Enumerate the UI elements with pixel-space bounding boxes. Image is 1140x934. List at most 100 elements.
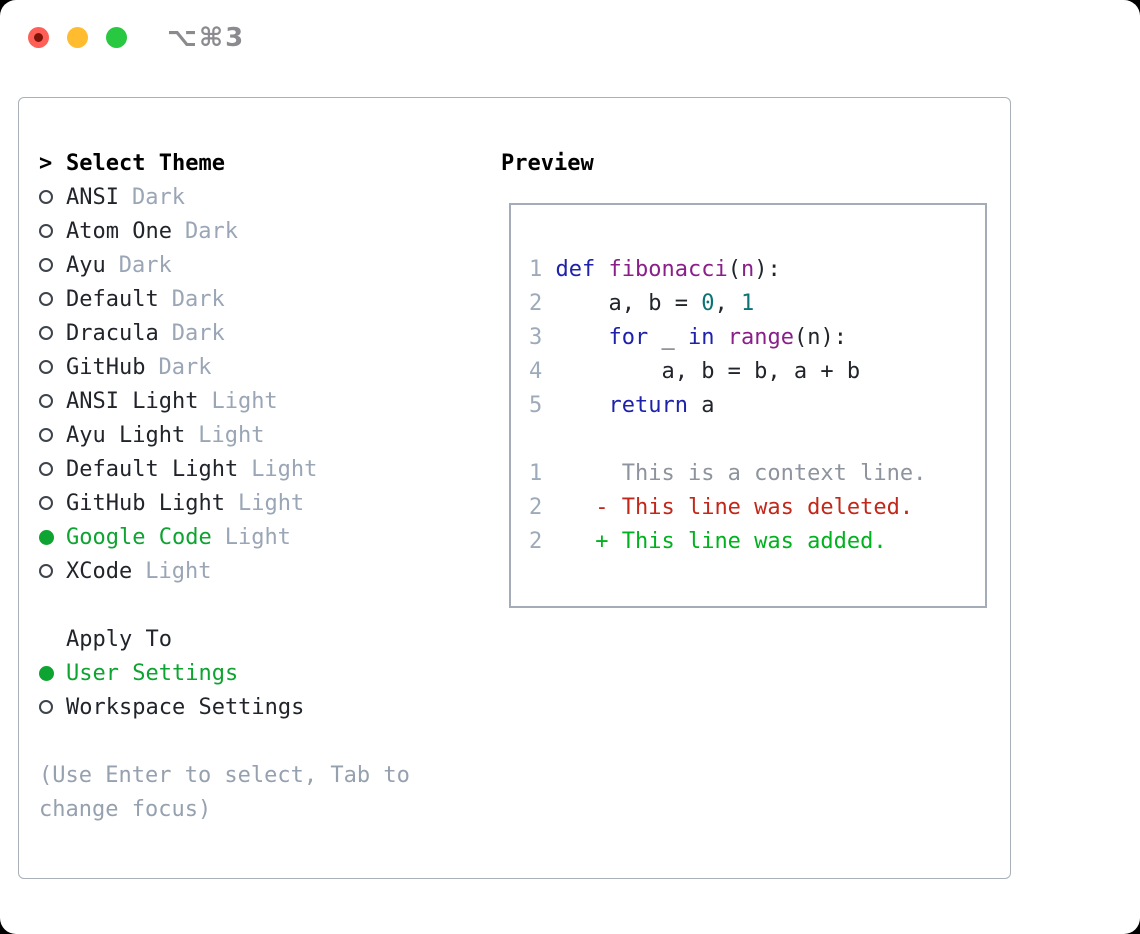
radio-icon: [39, 292, 66, 306]
code-token: [542, 495, 595, 520]
radio-icon: [39, 428, 66, 442]
theme-variant-tag: Dark: [171, 286, 225, 312]
theme-option[interactable]: Default Dark: [39, 282, 410, 316]
select-theme-header: > Select Theme: [39, 146, 410, 180]
code-line: 2 a, b = 0, 1: [529, 287, 985, 321]
theme-option[interactable]: XCode Light: [39, 554, 410, 588]
theme-variant-tag: Light: [237, 490, 305, 516]
theme-name: Default: [66, 286, 159, 312]
theme-name: Dracula: [66, 320, 159, 346]
radio-unselected-icon: [39, 394, 53, 408]
code-token: This is a context line.: [542, 461, 927, 486]
window-shortcut-label: ⌥⌘3: [167, 23, 246, 53]
code-token: fibonacci: [608, 257, 728, 282]
hint-line-text: change focus): [39, 796, 212, 822]
theme-name: ANSI Light: [66, 388, 199, 414]
radio-icon: [39, 360, 66, 374]
hint-text: (Use Enter to select, Tab to change focus…: [39, 758, 410, 826]
unsaved-dot-icon: [34, 33, 43, 42]
theme-name: ANSI: [66, 184, 119, 210]
minimize-button[interactable]: [67, 27, 88, 48]
close-button[interactable]: [28, 27, 49, 48]
theme-variant-tag: Light: [145, 558, 212, 584]
theme-option[interactable]: GitHub Light Light: [39, 486, 410, 520]
zoom-button[interactable]: [106, 27, 127, 48]
theme-option[interactable]: Ayu Dark: [39, 248, 410, 282]
apply-option[interactable]: Workspace Settings: [39, 690, 410, 724]
apply-option[interactable]: User Settings: [39, 656, 410, 690]
radio-unselected-icon: [39, 462, 53, 476]
apply-option-name: User Settings: [66, 660, 239, 686]
theme-name: Atom One: [66, 218, 172, 244]
radio-icon: [39, 462, 66, 476]
code-line: 2 - This line was deleted.: [529, 491, 985, 525]
spacer-row: [39, 588, 410, 622]
code-token: [595, 257, 608, 282]
code-token: [714, 325, 727, 350]
theme-option[interactable]: ANSI Dark: [39, 180, 410, 214]
code-token: 1: [529, 257, 543, 282]
radio-unselected-icon: [39, 224, 53, 238]
code-token: in: [687, 325, 715, 350]
code-token: - This line was deleted.: [595, 495, 914, 520]
theme-variant-tag: Dark: [184, 218, 238, 244]
radio-unselected-icon: [39, 326, 53, 340]
theme-name: Ayu Light: [66, 422, 186, 448]
code-token: return: [608, 393, 688, 418]
code-token: 1: [740, 291, 755, 316]
theme-option[interactable]: ANSI Light Light: [39, 384, 410, 418]
code-line: 1 This is a context line.: [529, 457, 985, 491]
apply-option-name: Workspace Settings: [66, 694, 305, 720]
code-token: 2: [529, 291, 543, 316]
radio-unselected-icon: [39, 428, 53, 442]
code-token: 5: [529, 393, 543, 418]
theme-name: XCode: [66, 558, 133, 584]
code-line: 4 a, b = b, a + b: [529, 355, 985, 389]
radio-selected-icon: [39, 665, 54, 681]
apply-to-title: Apply To: [66, 626, 172, 652]
theme-variant-tag: Dark: [131, 184, 185, 210]
code-line: 3 for _ in range(n):: [529, 321, 985, 355]
theme-name: Ayu: [66, 252, 106, 278]
theme-name: GitHub Light: [66, 490, 225, 516]
code-token: 1: [529, 461, 543, 486]
code-line: [529, 423, 985, 457]
code-token: 2: [529, 529, 543, 554]
radio-unselected-icon: [39, 700, 53, 714]
radio-unselected-icon: [39, 496, 53, 510]
code-line: 1 def fibonacci(n):: [529, 253, 985, 287]
theme-variant-tag: Light: [211, 388, 278, 414]
code-token: a, b = b, a + b: [542, 359, 861, 384]
radio-icon: [39, 529, 66, 545]
code-token: ,: [714, 291, 741, 316]
code-token: [542, 257, 555, 282]
hint-line-text: (Use Enter to select, Tab to: [39, 762, 410, 788]
radio-icon: [39, 564, 66, 578]
theme-name: Default Light: [66, 456, 239, 482]
code-token: [542, 393, 608, 418]
code-token: (n):: [793, 325, 847, 350]
radio-unselected-icon: [39, 564, 53, 578]
hint-line: change focus): [39, 792, 410, 826]
radio-icon: [39, 496, 66, 510]
hint-line: (Use Enter to select, Tab to: [39, 758, 410, 792]
radio-icon: [39, 326, 66, 340]
title-bar: ⌥⌘3: [0, 0, 1140, 70]
code-token: a: [687, 393, 715, 418]
code-token: def: [555, 257, 596, 282]
radio-icon: [39, 700, 66, 714]
theme-variant-tag: Dark: [118, 252, 172, 278]
code-token: [542, 325, 608, 350]
code-token: 2: [529, 495, 543, 520]
theme-option[interactable]: Atom One Dark: [39, 214, 410, 248]
theme-name: Google Code: [66, 524, 212, 550]
